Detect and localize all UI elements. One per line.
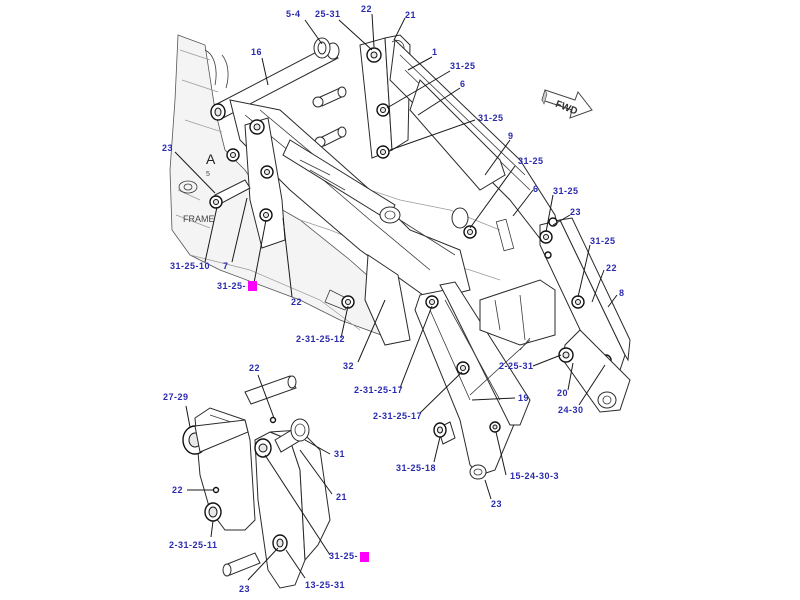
callout-2-25-31[interactable]: 2-25-31 xyxy=(499,361,534,371)
loose-pins xyxy=(312,86,347,148)
bushing-31-25-18 xyxy=(433,421,456,445)
main-view-callouts: 5-4 25-31 22 21 16 1 31-25 6 31-25 9 31-… xyxy=(162,4,625,509)
callout-text: 31-25- xyxy=(329,551,358,561)
callout-1[interactable]: 1 xyxy=(432,47,438,57)
callout-9[interactable]: 9 xyxy=(508,131,514,141)
callout-31-25[interactable]: 31-25 xyxy=(553,186,579,196)
pin-5-4 xyxy=(313,37,331,59)
detail-view-callouts: 22 27-29 31 21 22 2-31-25-11 31-25- 23 1… xyxy=(163,363,369,594)
view-sublabel: 5 xyxy=(206,171,210,178)
callout-27-29[interactable]: 27-29 xyxy=(163,392,189,402)
callout-31-25-14-detail[interactable]: 31-25- xyxy=(329,551,369,562)
callout-text: 31-25- xyxy=(217,281,246,291)
callout-22[interactable]: 22 xyxy=(172,485,183,495)
callout-23[interactable]: 23 xyxy=(239,584,250,594)
callout-31-25-10[interactable]: 31-25-10 xyxy=(170,261,210,271)
callout-31-25-18[interactable]: 31-25-18 xyxy=(396,463,436,473)
callout-22[interactable]: 22 xyxy=(361,4,372,14)
callout-22[interactable]: 22 xyxy=(291,297,302,307)
right-arm-8 xyxy=(539,217,631,413)
callout-31-25[interactable]: 31-25 xyxy=(478,113,504,123)
callout-2-31-25-11[interactable]: 2-31-25-11 xyxy=(169,540,218,550)
callout-15-24-30-3[interactable]: 15-24-30-3 xyxy=(510,471,559,481)
highlight-marker xyxy=(248,281,257,291)
callout-8[interactable]: 8 xyxy=(619,288,625,298)
callout-31-25[interactable]: 31-25 xyxy=(450,61,476,71)
callout-21[interactable]: 21 xyxy=(405,10,416,20)
callout-23[interactable]: 23 xyxy=(491,499,502,509)
lift-arm-right xyxy=(389,38,561,252)
bellcrank-link-7 xyxy=(209,117,286,249)
callout-2-31-25-17[interactable]: 2-31-25-17 xyxy=(354,385,403,395)
view-label-a: A xyxy=(206,151,216,167)
tilt-link-19 xyxy=(414,281,531,480)
lift-cylinder xyxy=(282,139,401,224)
callout-7[interactable]: 7 xyxy=(223,261,229,271)
callout-31-25-14-main[interactable]: 31-25- xyxy=(217,281,257,291)
callout-19[interactable]: 19 xyxy=(518,393,529,403)
callout-32[interactable]: 32 xyxy=(343,361,354,371)
highlight-marker xyxy=(360,552,369,562)
callout-24-30[interactable]: 24-30 xyxy=(558,405,584,415)
callout-22[interactable]: 22 xyxy=(249,363,260,373)
callout-16[interactable]: 16 xyxy=(251,47,262,57)
detail-view-linkage xyxy=(182,375,331,589)
callout-2-31-25-17[interactable]: 2-31-25-17 xyxy=(373,411,422,421)
tilt-cylinder-housing xyxy=(469,279,556,396)
callout-2-31-25-12[interactable]: 2-31-25-12 xyxy=(296,334,345,344)
fwd-arrow-icon: FWD xyxy=(541,89,593,119)
callout-22[interactable]: 22 xyxy=(606,263,617,273)
callout-25-31[interactable]: 25-31 xyxy=(315,9,341,19)
callout-23[interactable]: 23 xyxy=(570,207,581,217)
callout-13-25-31[interactable]: 13-25-31 xyxy=(305,580,345,590)
callout-23[interactable]: 23 xyxy=(162,143,173,153)
leader-lines xyxy=(174,13,618,581)
plate-32 xyxy=(324,254,411,346)
callout-31-25[interactable]: 31-25 xyxy=(518,156,544,166)
frame-label: FRAME xyxy=(183,214,215,224)
callout-6[interactable]: 6 xyxy=(460,79,466,89)
callout-20[interactable]: 20 xyxy=(557,388,568,398)
callout-21[interactable]: 21 xyxy=(336,492,347,502)
callout-6[interactable]: 6 xyxy=(533,184,539,194)
callout-31[interactable]: 31 xyxy=(334,449,345,459)
callout-31-25[interactable]: 31-25 xyxy=(590,236,616,246)
callout-5-4[interactable]: 5-4 xyxy=(286,9,301,19)
